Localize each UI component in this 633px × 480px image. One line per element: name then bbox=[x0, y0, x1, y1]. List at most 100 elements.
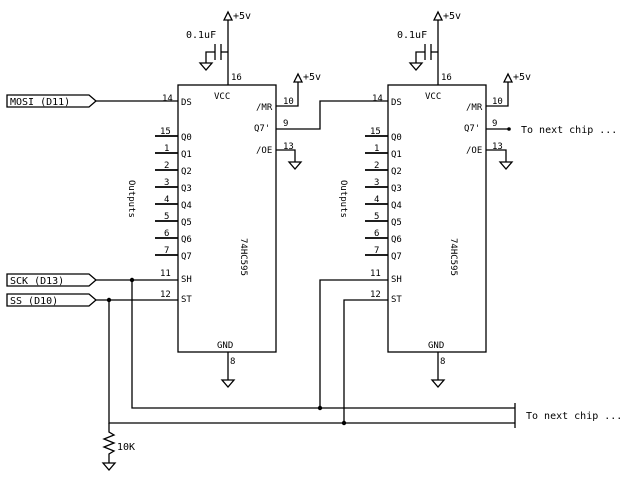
chip-2-sck-net bbox=[319, 279, 388, 408]
chip-1-cap-ground-icon bbox=[198, 62, 214, 71]
chip-1-label-st: ST bbox=[181, 295, 192, 305]
chip-2-label-q0: Q0 bbox=[391, 133, 402, 143]
chip-2-label-q1: Q1 bbox=[391, 150, 402, 160]
chip-2-pin-num-q7: 7 bbox=[374, 246, 379, 256]
nets: To next chip ... 10K bbox=[96, 100, 622, 471]
chip-1-label-q1: Q1 bbox=[181, 150, 192, 160]
chip-2-pin-num-gnd: 8 bbox=[440, 357, 445, 367]
chip-1-oe-ground-icon bbox=[287, 161, 303, 170]
mosi-connector bbox=[6, 94, 97, 108]
chip-1-pin-num-q5: 5 bbox=[164, 212, 169, 222]
chip-2-output-pins bbox=[365, 135, 388, 256]
chip-1-label-gnd: GND bbox=[217, 341, 233, 351]
chip-1-pin-num-q6: 6 bbox=[164, 229, 169, 239]
chip-2-cap-value: 0.1uF bbox=[397, 30, 427, 41]
chip-2: DS Q0 Q1 Q2 Q3 Q4 Q5 Q6 Q7 SH ST VCC /MR… bbox=[338, 10, 617, 388]
chip-2-pin-num-q5: 5 bbox=[374, 212, 379, 222]
chip-1-pin-num-q2: 2 bbox=[164, 161, 169, 171]
chip-1-label-q0: Q0 bbox=[181, 133, 192, 143]
ss-connector bbox=[6, 293, 97, 307]
chip-2-pin-num-mr: 10 bbox=[492, 97, 503, 107]
chip-2-pin-num-q3: 3 bbox=[374, 178, 379, 188]
chip-1-pin-num-oe: 13 bbox=[283, 142, 294, 152]
chip-2-vcc-arrow-icon bbox=[432, 10, 444, 21]
chip-2-label-q2: Q2 bbox=[391, 167, 402, 177]
chip-1-gnd-icon bbox=[220, 379, 236, 388]
chip-1-cap-value: 0.1uF bbox=[186, 30, 216, 41]
chip-2-cap-ground-wire bbox=[415, 51, 425, 63]
chip-1-label-oe: /OE bbox=[256, 146, 272, 156]
chip-2-ss-net bbox=[343, 299, 388, 423]
chip-1-part-number: 74HC595 bbox=[238, 238, 248, 276]
chip-1-pin-num-mr: 10 bbox=[283, 97, 294, 107]
chip-2-label-q4: Q4 bbox=[391, 201, 402, 211]
chip-1-label-q2: Q2 bbox=[181, 167, 192, 177]
chip-2-pin-num-ds: 14 bbox=[372, 94, 383, 104]
chip-2-pin-num-st: 12 bbox=[370, 290, 381, 300]
resistor-value: 10K bbox=[117, 442, 135, 453]
chip-1-body bbox=[177, 84, 277, 353]
chip-1-label-q7p: Q7' bbox=[254, 124, 270, 134]
chip-1-label-sh: SH bbox=[181, 275, 192, 285]
chip-2-label-gnd: GND bbox=[428, 341, 444, 351]
chip-1-pin-num-gnd: 8 bbox=[230, 357, 235, 367]
chip-2-mr-vcc-label: +5v bbox=[513, 72, 531, 83]
chip-2-label-q5: Q5 bbox=[391, 218, 402, 228]
cascade-net bbox=[276, 100, 388, 130]
chip-1-mr-wire bbox=[276, 82, 299, 107]
sck-bus bbox=[131, 280, 515, 409]
q7p-next-chip-note: To next chip ... bbox=[521, 125, 617, 136]
chip-2-pin-num-q7p: 9 bbox=[492, 119, 497, 129]
input-connectors: MOSI (D11) SCK (D13) SS (D10) bbox=[6, 94, 97, 307]
chip-2-pin-num-vcc: 16 bbox=[441, 73, 452, 83]
chip-2-label-q7p: Q7' bbox=[464, 124, 480, 134]
sck-bus-junction bbox=[317, 405, 323, 411]
chip-1-pin-num-vcc: 16 bbox=[231, 73, 242, 83]
chip-1-label-mr: /MR bbox=[256, 103, 273, 113]
ss-bus-junction bbox=[341, 420, 347, 426]
chip-2-label-q3: Q3 bbox=[391, 184, 402, 194]
chip-2-vcc-label: +5v bbox=[443, 11, 461, 22]
chip-2-pin-num-q2: 2 bbox=[374, 161, 379, 171]
chip-2-pin-num-sh: 11 bbox=[370, 269, 381, 279]
chip-1-mr-vcc-arrow-icon bbox=[292, 72, 304, 83]
ss-label: SS (D10) bbox=[10, 296, 58, 307]
chip-1-pin-num-q7: 7 bbox=[164, 246, 169, 256]
sck-connector bbox=[6, 273, 97, 287]
chip-1-pin-num-q3: 3 bbox=[164, 178, 169, 188]
chip-1-vcc-arrow-icon bbox=[222, 10, 234, 21]
sck-label: SCK (D13) bbox=[10, 276, 64, 287]
chip-1-label-q3: Q3 bbox=[181, 184, 192, 194]
chip-1-label-q6: Q6 bbox=[181, 235, 192, 245]
chip-2-label-vcc: VCC bbox=[425, 92, 441, 102]
chip-2-q7p-terminal bbox=[507, 127, 511, 131]
chip-2-label-q7: Q7 bbox=[391, 252, 402, 262]
chip-2-label-st: ST bbox=[391, 295, 402, 305]
chip-1-label-q5: Q5 bbox=[181, 218, 192, 228]
chip-2-mr-wire bbox=[486, 82, 509, 107]
chip-1-outputs-label: Outputs bbox=[126, 180, 136, 218]
chip-1-pin-num-q7p: 9 bbox=[283, 119, 288, 129]
chip-1-pin-num-st: 12 bbox=[160, 290, 171, 300]
chip-1: DS Q0 Q1 Q2 Q3 Q4 Q5 Q6 Q7 SH ST VCC /MR… bbox=[126, 10, 321, 388]
chip-2-pin-num-q1: 1 bbox=[374, 144, 379, 154]
chip-2-oe-wire bbox=[486, 149, 507, 162]
chip-2-body bbox=[387, 84, 487, 353]
chip-1-pin-num-q0: 15 bbox=[160, 127, 171, 137]
chip-1-vcc-label: +5v bbox=[233, 11, 251, 22]
chip-2-part-number: 74HC595 bbox=[448, 238, 458, 276]
chip-1-pin-num-sh: 11 bbox=[160, 269, 171, 279]
chip-2-label-sh: SH bbox=[391, 275, 402, 285]
chip-2-label-oe: /OE bbox=[466, 146, 482, 156]
chip-2-oe-ground-icon bbox=[498, 161, 514, 170]
chip-1-label-vcc: VCC bbox=[214, 92, 230, 102]
chip-1-label-q4: Q4 bbox=[181, 201, 192, 211]
chip-1-cap-ground-wire bbox=[205, 51, 215, 63]
chip-1-pin-num-q4: 4 bbox=[164, 195, 169, 205]
chip-2-mr-vcc-arrow-icon bbox=[502, 72, 514, 83]
chip-1-oe-wire bbox=[276, 149, 296, 162]
chip-2-label-ds: DS bbox=[391, 98, 402, 108]
chip-2-outputs-label: Outputs bbox=[338, 180, 348, 218]
bus-next-chip-note: To next chip ... bbox=[526, 411, 622, 422]
